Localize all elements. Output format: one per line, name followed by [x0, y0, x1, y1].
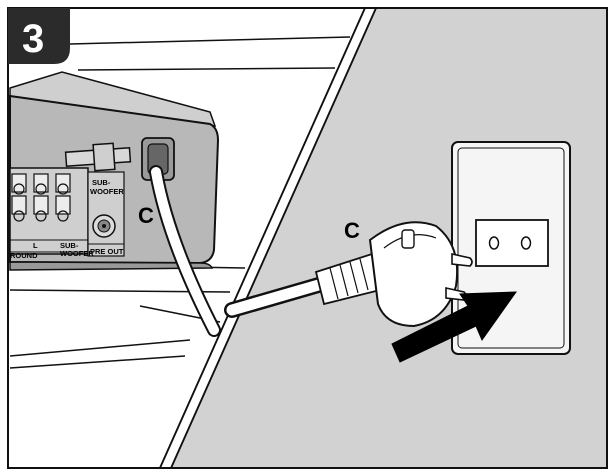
rear-rod	[64, 142, 132, 172]
power-plug	[314, 221, 473, 328]
subwoofer-label-1: SUB-	[92, 178, 111, 187]
pre-out-label: PRE OUT	[90, 247, 124, 256]
channel-label: L	[33, 241, 38, 250]
connector-label-right: C	[344, 218, 360, 243]
step-number: 3	[22, 17, 44, 61]
speaker-terminals: L ROUND	[9, 167, 89, 260]
subwoofer-section: SUB- WOOFER SUB- WOOFER PRE OUT	[60, 171, 125, 258]
surround-label: ROUND	[10, 251, 38, 260]
connector-label-left: C	[138, 203, 154, 228]
power-cord-left	[149, 165, 221, 337]
frame-border	[7, 7, 608, 469]
subwoofer-small-label-1: SUB-	[60, 241, 79, 250]
receiver-unit: L ROUND SUB- WOOFER SUB- WOOFER PRE OUT …	[9, 71, 220, 271]
insert-arrow	[391, 291, 517, 363]
step-badge: 3	[8, 8, 70, 64]
subwoofer-label-2: WOOFER	[90, 187, 124, 196]
power-cord-right	[224, 276, 330, 318]
subwoofer-small-label-2: WOOFER	[60, 249, 94, 258]
